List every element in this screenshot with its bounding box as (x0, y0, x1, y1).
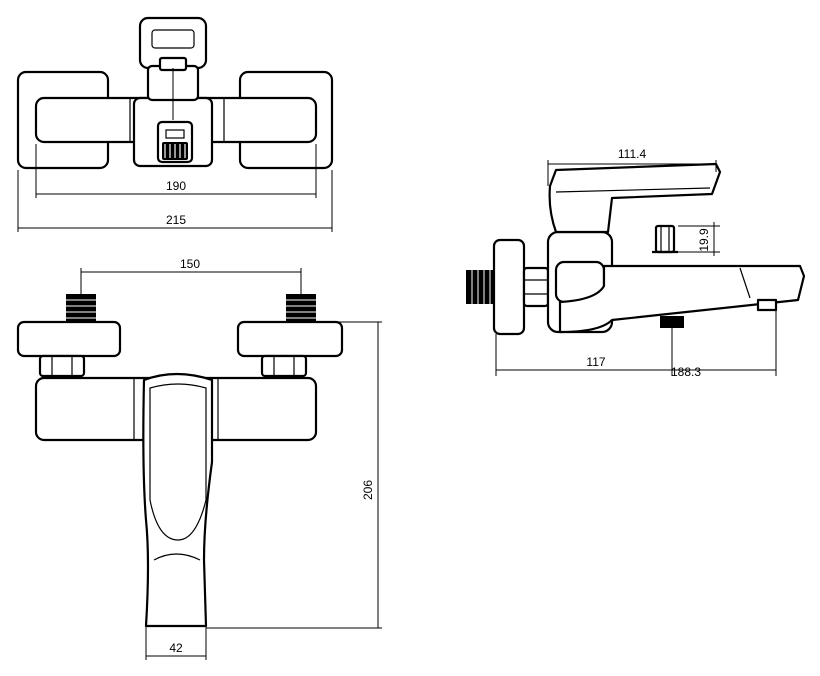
dim-150: 150 (180, 257, 200, 271)
side-view-spout (558, 264, 806, 334)
side-view-flange (492, 238, 526, 336)
side-view-lever (548, 162, 722, 234)
side-view-outlet (756, 298, 778, 312)
dim-111-4: 111.4 (618, 147, 647, 161)
front-view-left-flange (16, 320, 122, 358)
dim-190: 190 (166, 179, 186, 193)
dim-42: 42 (169, 641, 183, 655)
dim-206: 206 (361, 480, 375, 500)
front-view-right-nut (260, 354, 308, 378)
dim-188-3: 188.3 (671, 365, 701, 379)
front-view-left-thread (66, 294, 96, 322)
front-view-left-nut (38, 354, 86, 378)
side-view-thread (466, 270, 494, 304)
dim-215: 215 (166, 213, 186, 227)
front-view-right-thread (286, 294, 316, 322)
side-view-diverter (654, 224, 676, 254)
dim-19-9: 19.9 (697, 228, 711, 252)
front-view-right-flange (236, 320, 344, 358)
front-view: 150 206 42 (16, 257, 382, 660)
top-view: 190 215 (16, 16, 334, 232)
side-view: 111.4 19.9 117 188.3 (466, 147, 806, 379)
front-view-spout (142, 372, 214, 628)
side-view-nut (522, 266, 550, 308)
dim-117: 117 (586, 355, 605, 369)
side-view-bottom-outlet (660, 316, 684, 328)
